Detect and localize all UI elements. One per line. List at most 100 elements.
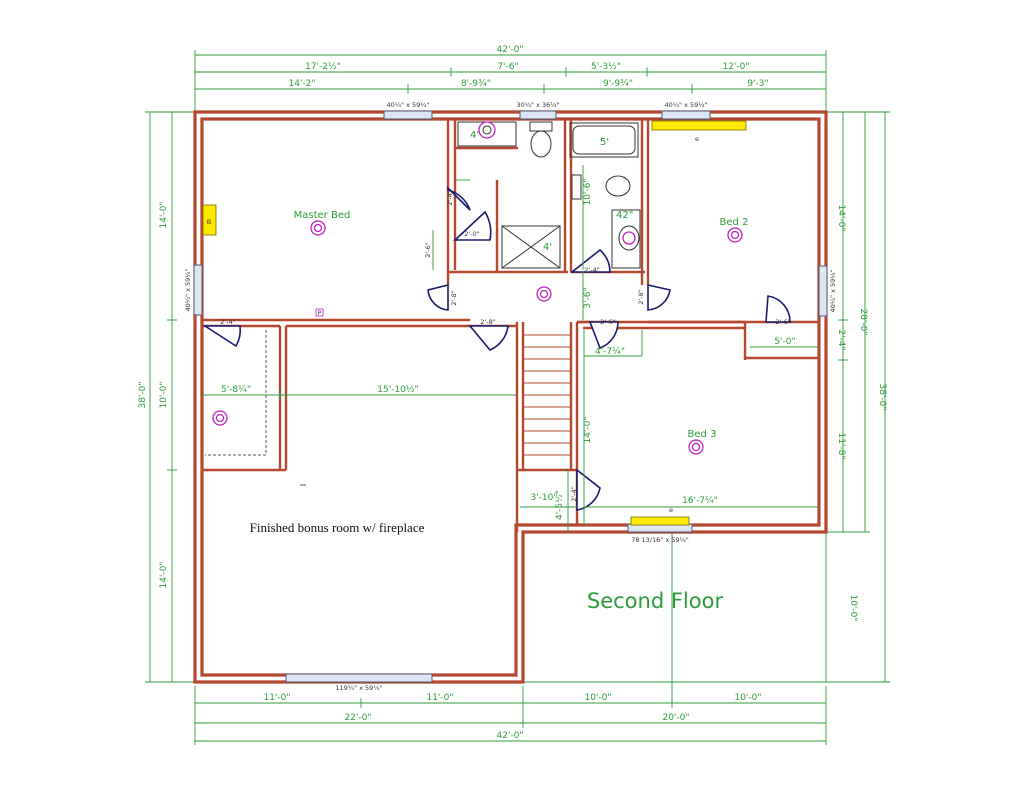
master-closet-marker: B	[207, 218, 211, 226]
window-label-w2: 30¼" x 36¼"	[516, 101, 559, 109]
dim-bottom-d: 10'-0"	[734, 693, 761, 703]
dim-top-r3a: 14'-2"	[288, 79, 315, 89]
dim-right-d: 10'-0"	[848, 594, 858, 621]
light-bed3	[688, 439, 704, 455]
window-label-w5: 40¼" x 59¼"	[829, 269, 837, 312]
dim-left-a: 14'-0"	[159, 201, 169, 228]
dim-door-d24c: 2'-4"	[584, 266, 599, 274]
dim-door-d20: 2'-0"	[464, 230, 479, 238]
room-labels: Master Bed Bed 2 Bed 3 e e P Finished bo…	[250, 135, 749, 613]
dim-stair-width: 3'-10"	[530, 493, 557, 503]
dim-bed3-top: 4'-7¼"	[595, 347, 625, 357]
window-master-top	[383, 110, 433, 120]
dim-hall-height: 3'-6"	[583, 287, 593, 308]
dim-top-r3d: 9'-3"	[747, 79, 768, 89]
dim-right-total: 38'-0"	[877, 383, 887, 410]
doors	[202, 186, 791, 511]
light-master	[310, 220, 326, 236]
dim-bonus-width: 15'-10½"	[377, 385, 419, 395]
light-hall	[536, 286, 552, 302]
window-bed2-right	[818, 265, 828, 317]
dim-left-b: 10'-0"	[159, 381, 169, 408]
dim-left-total: 38'-0"	[138, 381, 148, 408]
right-dimensions: 14'-0" 2'-4" 11'-8" 28'-0" 38'-0" 10'-0"	[826, 111, 890, 683]
dim-door-d24b: 2'-4"	[220, 318, 235, 326]
fixture-tub-label: 5'	[600, 137, 609, 148]
door-bed2	[647, 283, 671, 311]
light-closet	[212, 410, 228, 426]
window-bonus-bottom	[285, 673, 433, 683]
bottom-dimensions: 11'-0" 11'-0" 10'-0" 10'-0" 22'-0" 20'-0…	[194, 686, 827, 745]
dim-bottom-b: 11'-0"	[426, 693, 453, 703]
interior-walls	[202, 119, 819, 532]
window-label-w1: 40¼" x 59¼"	[386, 101, 429, 109]
door-bonus	[468, 325, 509, 351]
bed3-header-highlight	[630, 516, 690, 526]
staircase	[524, 334, 570, 456]
dim-bottom-a: 11'-0"	[263, 693, 290, 703]
panel-box	[315, 308, 324, 317]
door-bath2	[569, 248, 611, 273]
dim-top-r3b: 8'-9¾"	[461, 79, 491, 89]
door-bed2-closet	[765, 295, 791, 323]
dim-top-r2b: 7'-6"	[497, 62, 518, 72]
dim-bed3-width: 16'-7¼"	[682, 496, 718, 506]
bath-fixtures: 4' 4' 5' 42"	[457, 121, 641, 269]
top-dimensions: 42'-0" 17'-2½" 7'-6" 5'-3½" 12'-0" 14'-2…	[194, 45, 827, 112]
fixture-shower-label: 4'	[543, 242, 552, 253]
window-bath	[519, 110, 557, 120]
dim-bottom-e: 22'-0"	[344, 713, 371, 723]
closet-outline	[205, 330, 267, 456]
dim-door-d28b: 2'-8"	[480, 318, 495, 326]
window-master-left	[193, 264, 203, 316]
exterior-walls	[193, 110, 828, 684]
dim-door-d24d: 2'-4"	[570, 486, 578, 501]
page-title: Second Floor	[587, 589, 724, 613]
dim-top-r3c: 9'-9¾"	[603, 79, 633, 89]
dim-right-c: 11'-8"	[836, 432, 846, 459]
window-label-w3: 40¼" x 59¼"	[664, 101, 707, 109]
dim-bottom-c: 10'-0"	[584, 693, 611, 703]
dim-door-d26c: 2'-6"	[775, 318, 790, 326]
room-bed-3: Bed 3	[688, 429, 717, 440]
ceiling-lights	[212, 220, 743, 455]
fixture-sink-label: 4'	[470, 130, 479, 141]
bed3-marker: e	[669, 506, 673, 514]
dim-door-d28c: 2'-8"	[637, 289, 645, 304]
dim-door-d26b: 2'-6"	[600, 318, 615, 326]
dim-bed2-closet: 5'-0"	[774, 337, 795, 347]
dim-right-b: 2'-4"	[836, 329, 846, 350]
panel-label: P	[318, 309, 322, 317]
dim-stair-height: 4'-5½"	[555, 490, 565, 520]
interior-dimensions: 5'-8¼" 15'-10½" 10'-6" 3'-6" 4'-7¼" 14'-…	[202, 165, 819, 532]
light-bed2	[727, 227, 743, 243]
window-label-w7: 119¼" x 59¼"	[335, 684, 382, 692]
dim-left-c: 14'-0"	[159, 561, 169, 588]
bonus-room-note: Finished bonus room w/ fireplace	[250, 520, 425, 535]
dim-bottom-f: 20'-0"	[662, 713, 689, 723]
windows: 40¼" x 59¼" 30¼" x 36¼" 40¼" x 59¼" 40¼"…	[184, 101, 837, 692]
bed2-marker: e	[695, 135, 699, 143]
room-bed-2: Bed 2	[720, 217, 749, 228]
door-bed3	[588, 321, 619, 350]
dim-bottom-total: 42'-0"	[496, 731, 523, 741]
dim-right-a: 14'-0"	[836, 204, 846, 231]
window-label-w4: 40¼" x 59¼"	[184, 268, 192, 311]
open-area-guides	[522, 532, 827, 703]
dim-top-total: 42'-0"	[496, 45, 523, 55]
dim-door-d28a: 2'-8"	[450, 290, 458, 305]
dim-closet-width: 5'-8¼"	[221, 385, 251, 395]
highlights: B	[202, 120, 747, 526]
door-closet	[202, 325, 242, 348]
dim-top-r2d: 12'-0"	[722, 62, 749, 72]
dim-door-d26a: 2'-6"	[424, 242, 432, 257]
dim-top-r2c: 5'-3½"	[591, 62, 621, 72]
master-marker-highlight	[202, 204, 217, 236]
window-bed2-top	[661, 110, 711, 120]
fixture-vanity-label: 42"	[616, 210, 633, 221]
room-master-bed: Master Bed	[294, 210, 351, 221]
window-label-w6: 78 13/16" x 59¼"	[631, 536, 689, 544]
dim-top-r2a: 17'-2½"	[305, 62, 341, 72]
left-dimensions: 14'-0" 10'-0" 14'-0" 38'-0"	[138, 111, 195, 683]
